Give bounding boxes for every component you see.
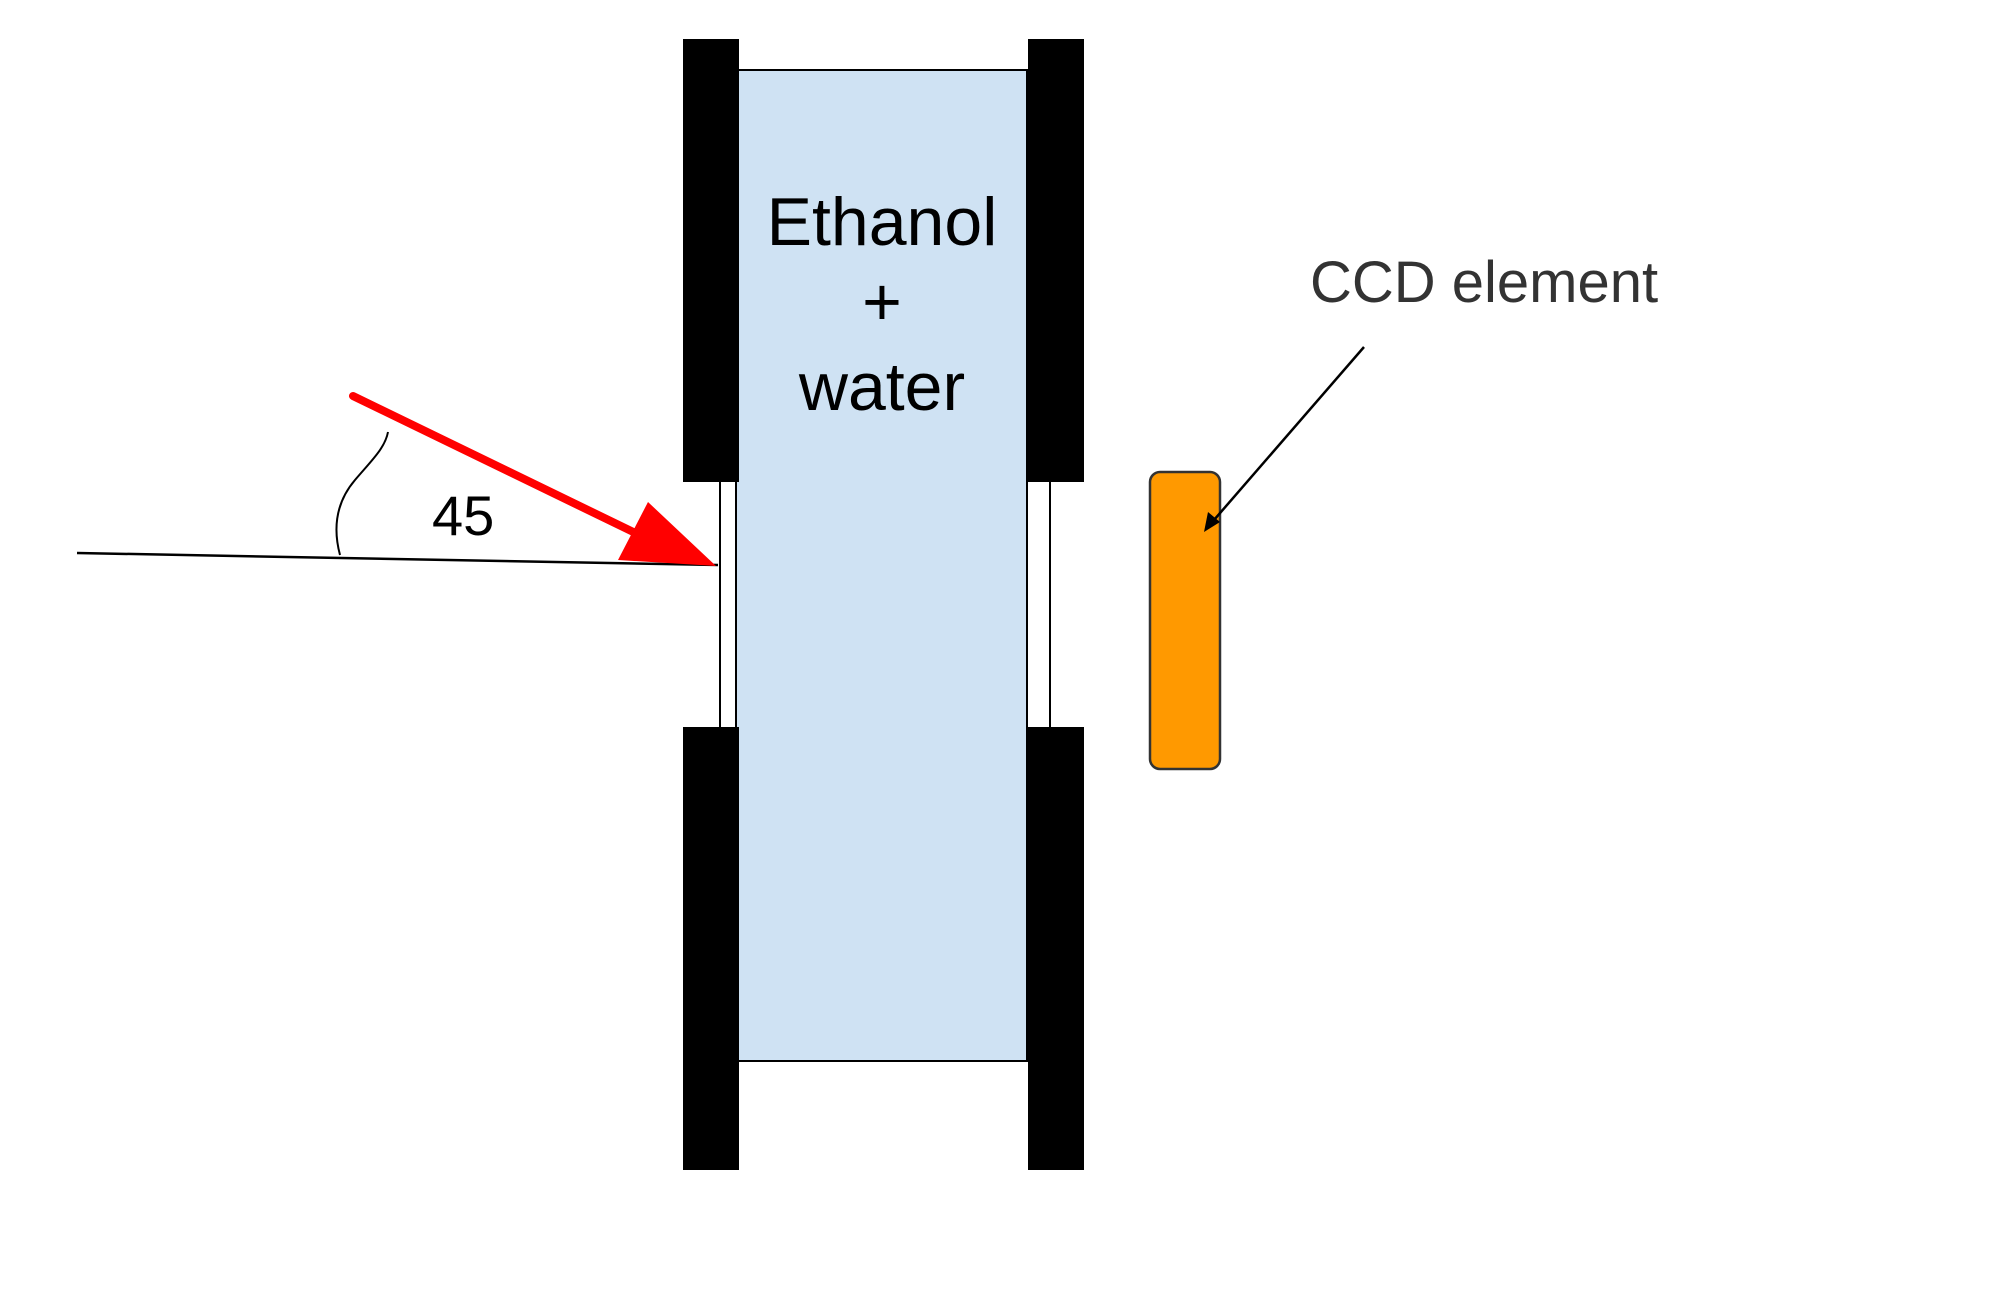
left-wall-lower xyxy=(683,727,739,1170)
liquid-cell xyxy=(735,69,1028,1062)
laser-arrowhead xyxy=(618,502,716,566)
reference-line xyxy=(76,551,719,567)
ccd-element xyxy=(1148,470,1222,771)
liquid-label-line3: water xyxy=(798,349,965,425)
laser-beam xyxy=(349,392,662,548)
angle-arc xyxy=(335,431,389,556)
left-wall-upper xyxy=(683,39,739,482)
right-wall-upper xyxy=(1028,39,1084,482)
liquid-label-line2: + xyxy=(862,264,902,340)
ccd-pointer-arrowhead xyxy=(1204,512,1220,532)
ccd-label: CCD element xyxy=(1310,250,1658,315)
liquid-label-line1: Ethanol xyxy=(767,184,998,260)
ccd-pointer-line xyxy=(1213,346,1365,521)
right-wall-lower xyxy=(1028,727,1084,1170)
angle-label: 45 xyxy=(432,484,494,547)
